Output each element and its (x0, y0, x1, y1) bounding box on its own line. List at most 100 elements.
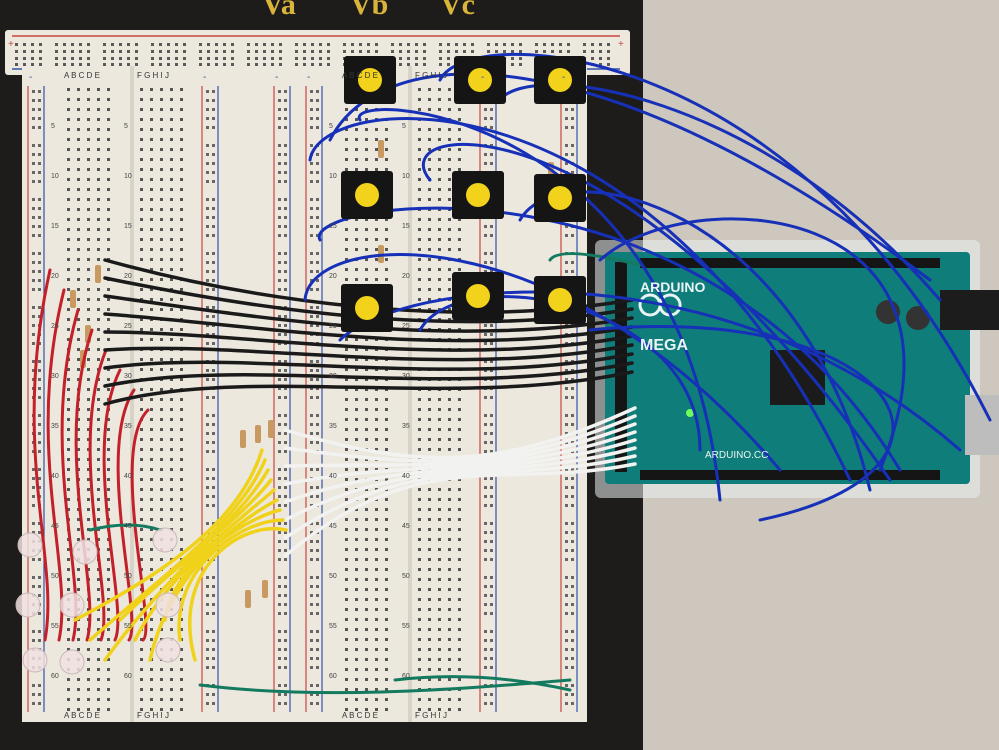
resistor (255, 425, 261, 443)
hole (150, 238, 153, 241)
hole (206, 639, 209, 642)
hole (484, 225, 487, 228)
hole (160, 238, 163, 241)
hole (87, 178, 90, 181)
hole (487, 43, 490, 46)
hole (565, 693, 568, 696)
hole (150, 188, 153, 191)
hole (87, 57, 90, 60)
hole (180, 688, 183, 691)
hole (375, 638, 378, 641)
hole (278, 450, 281, 453)
hole (77, 628, 80, 631)
hole (38, 225, 41, 228)
hole (316, 558, 319, 561)
hole (571, 522, 574, 525)
hole (160, 688, 163, 691)
hole (67, 318, 70, 321)
hole (490, 612, 493, 615)
hole (355, 398, 358, 401)
led (72, 539, 98, 565)
hole (571, 612, 574, 615)
hole (484, 423, 487, 426)
hole (310, 414, 313, 417)
hole (458, 608, 461, 611)
hole (310, 234, 313, 237)
hole (490, 252, 493, 255)
hole (438, 598, 441, 601)
hole (278, 261, 281, 264)
hole (207, 43, 210, 46)
hole (180, 378, 183, 381)
hole (375, 418, 378, 421)
hole (150, 698, 153, 701)
hole (519, 63, 522, 66)
hole (438, 228, 441, 231)
hole (67, 708, 70, 711)
hole (206, 612, 209, 615)
hole (565, 603, 568, 606)
hole (316, 648, 319, 651)
row-number: 15 (329, 223, 337, 230)
hole (140, 708, 143, 711)
hole (310, 126, 313, 129)
hole (77, 138, 80, 141)
hole (150, 678, 153, 681)
hole (565, 432, 568, 435)
hole (206, 207, 209, 210)
hole (490, 333, 493, 336)
hole (355, 558, 358, 561)
hole (439, 43, 442, 46)
hole (150, 368, 153, 371)
hole (448, 408, 451, 411)
hole (490, 477, 493, 480)
hole (471, 50, 474, 53)
hole (565, 495, 568, 498)
hole (490, 495, 493, 498)
hole (418, 108, 421, 111)
hole (284, 468, 287, 471)
hole (458, 128, 461, 131)
hole (77, 128, 80, 131)
hole (150, 498, 153, 501)
hole (316, 396, 319, 399)
hole (365, 218, 368, 221)
hole (103, 43, 106, 46)
hole (67, 388, 70, 391)
hole (490, 693, 493, 696)
hole (67, 338, 70, 341)
hole (385, 268, 388, 271)
hole (310, 585, 313, 588)
hole (279, 63, 282, 66)
hole (38, 99, 41, 102)
hole (418, 278, 421, 281)
hole (87, 188, 90, 191)
hole (316, 423, 319, 426)
hole (490, 441, 493, 444)
row-number: 5 (329, 123, 333, 130)
hole (448, 648, 451, 651)
hole (571, 414, 574, 417)
hole (571, 126, 574, 129)
hole (180, 518, 183, 521)
hole (87, 538, 90, 541)
hole (385, 498, 388, 501)
hole (160, 418, 163, 421)
hole (355, 628, 358, 631)
hole (519, 43, 522, 46)
hole (310, 396, 313, 399)
hole (284, 450, 287, 453)
wire-red (88, 348, 108, 642)
hole (38, 342, 41, 345)
hole (428, 498, 431, 501)
hole (345, 688, 348, 691)
hole (140, 558, 143, 561)
wire-black (103, 343, 634, 362)
hole (107, 98, 110, 101)
hole (160, 128, 163, 131)
hole (284, 378, 287, 381)
hole (415, 63, 418, 66)
hole (284, 477, 287, 480)
hole (375, 528, 378, 531)
hole (385, 678, 388, 681)
